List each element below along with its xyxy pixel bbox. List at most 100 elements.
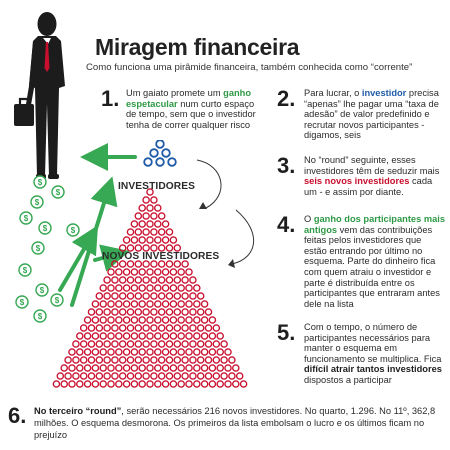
new-investor-ring — [169, 236, 178, 244]
new-investor-ring — [157, 212, 166, 220]
new-investor-ring — [126, 244, 135, 252]
new-investor-ring — [52, 380, 61, 388]
new-investor-ring — [196, 356, 205, 364]
step-2-number: 2. — [277, 86, 296, 111]
new-investor-ring — [200, 316, 209, 324]
new-investor-ring — [111, 308, 119, 316]
new-investor-ring — [200, 364, 209, 372]
new-investor-ring — [204, 324, 213, 332]
new-investor-ring — [150, 260, 158, 268]
new-investor-ring — [150, 356, 158, 364]
new-investor-ring — [142, 340, 150, 348]
new-investor-ring — [165, 292, 174, 300]
new-investor-ring — [150, 244, 158, 252]
new-investor-ring — [122, 380, 131, 388]
new-investor-ring — [103, 340, 111, 348]
new-investor-ring — [111, 292, 119, 300]
new-investor-ring — [193, 380, 201, 388]
new-investor-ring — [200, 380, 209, 388]
new-investor-ring — [208, 316, 217, 324]
new-investor-ring — [146, 204, 154, 212]
coin-symbol: $ — [24, 214, 29, 223]
new-investor-ring — [146, 284, 154, 292]
new-investor-ring — [146, 380, 154, 388]
new-investor-ring — [220, 340, 228, 348]
new-investor-ring — [130, 332, 139, 340]
new-investor-ring — [83, 380, 92, 388]
new-investor-ring — [189, 324, 197, 332]
new-investor-ring — [169, 316, 178, 324]
step-6-number: 6. — [8, 403, 27, 428]
dollar-coin-icon — [30, 195, 44, 209]
coin-symbol: $ — [20, 298, 25, 307]
new-investor-ring — [173, 372, 182, 380]
new-investor-ring — [204, 372, 213, 380]
new-investor-ring — [189, 308, 197, 316]
new-investor-ring — [154, 220, 162, 228]
step-3-number: 3. — [277, 153, 296, 178]
new-investor-ring — [79, 356, 88, 364]
new-investor-ring — [165, 372, 174, 380]
new-investor-ring — [99, 332, 107, 340]
new-investor-ring — [161, 300, 170, 308]
new-investor-ring — [161, 220, 170, 228]
dollar-coin-icon — [33, 175, 47, 189]
new-investor-ring — [138, 284, 146, 292]
new-investor-ring — [138, 332, 146, 340]
new-investor-ring — [204, 308, 213, 316]
new-investor-ring — [111, 276, 119, 284]
new-investor-ring — [107, 284, 115, 292]
new-investor-ring — [204, 340, 213, 348]
new-investor-ring — [177, 284, 185, 292]
new-investor-ring — [161, 380, 170, 388]
new-investor-ring — [138, 364, 146, 372]
new-investor-ring — [142, 276, 150, 284]
new-investor-ring — [146, 316, 154, 324]
new-investor-ring — [142, 228, 150, 236]
new-investor-ring — [189, 372, 197, 380]
new-investor-ring — [118, 372, 127, 380]
dollar-coin-icon — [35, 283, 49, 297]
new-investor-ring — [193, 316, 201, 324]
new-investor-ring — [150, 292, 158, 300]
new-investor-ring — [126, 276, 135, 284]
new-investor-ring — [99, 300, 107, 308]
new-investor-ring — [87, 340, 96, 348]
dollar-coin-icon — [38, 221, 52, 235]
coin-symbol: $ — [71, 226, 76, 235]
new-investor-ring — [118, 356, 127, 364]
new-investor-ring — [118, 244, 127, 252]
new-investors-label: NOVOS INVESTIDORES — [102, 251, 220, 262]
new-investor-ring — [169, 332, 178, 340]
new-investor-ring — [122, 348, 131, 356]
new-investor-ring — [208, 348, 217, 356]
new-investor-ring — [157, 276, 166, 284]
new-investor-ring — [157, 308, 166, 316]
new-investor-ring — [224, 380, 232, 388]
new-investor-ring — [107, 300, 115, 308]
new-investor-ring — [235, 372, 244, 380]
new-investor-ring — [83, 316, 92, 324]
arrow-head-icon — [228, 259, 235, 268]
dollar-coin-icon — [31, 241, 45, 255]
new-investor-ring — [228, 356, 236, 364]
new-investor-ring — [185, 380, 193, 388]
new-investor-ring — [157, 340, 166, 348]
new-investor-ring — [95, 372, 104, 380]
new-investor-ring — [107, 332, 115, 340]
new-investor-ring — [161, 364, 170, 372]
new-investor-ring — [107, 364, 115, 372]
new-investor-ring — [134, 228, 143, 236]
new-investor-ring — [157, 292, 166, 300]
new-investor-ring — [79, 340, 88, 348]
new-investor-ring — [185, 284, 193, 292]
coin-symbol: $ — [23, 266, 28, 275]
new-investor-ring — [130, 236, 139, 244]
new-investor-ring — [134, 276, 143, 284]
new-investor-ring — [68, 348, 76, 356]
new-investor-ring — [173, 356, 182, 364]
new-investor-ring — [189, 340, 197, 348]
new-investor-ring — [185, 300, 193, 308]
new-investor-ring — [115, 300, 123, 308]
new-investor-ring — [157, 260, 166, 268]
